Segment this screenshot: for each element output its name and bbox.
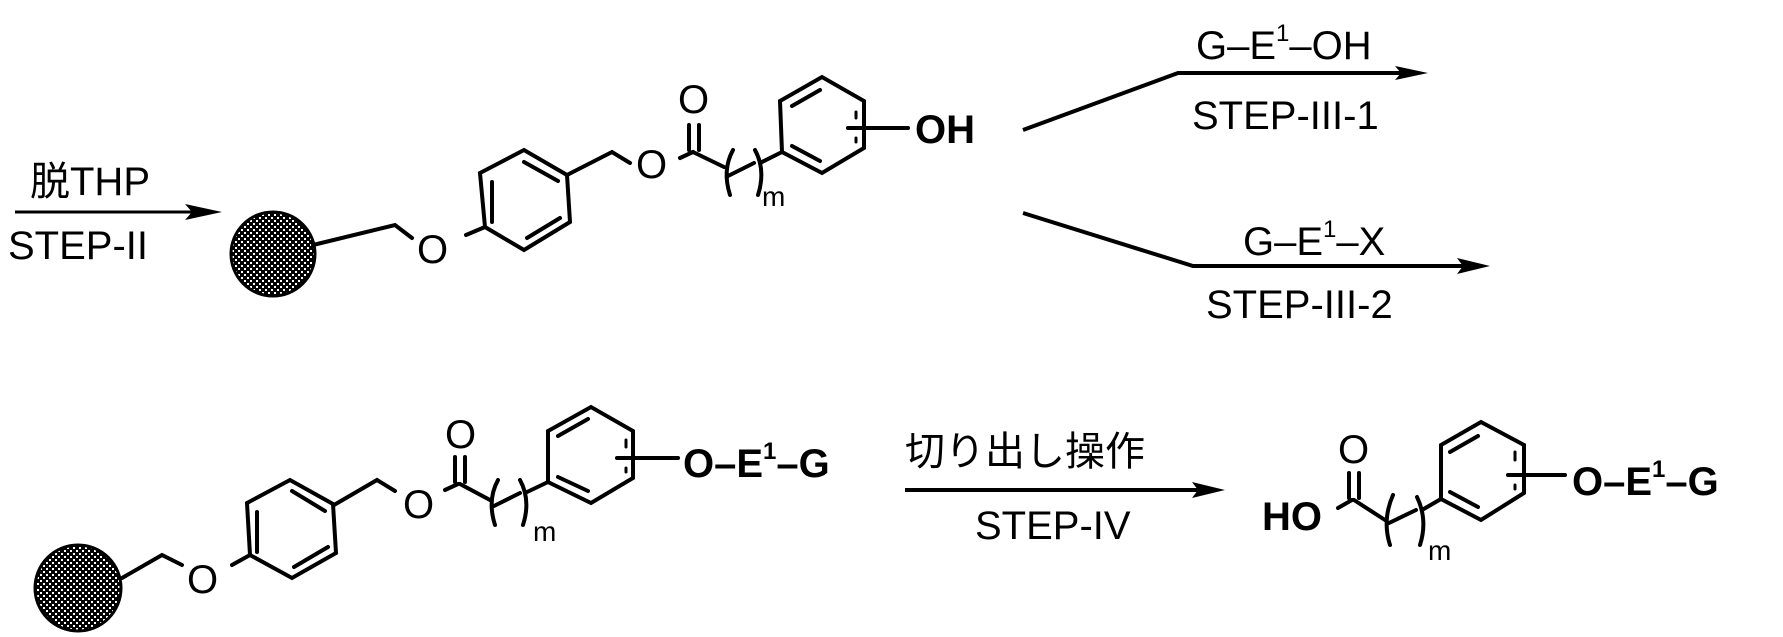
carbonyl-oxygen: O [445,413,477,457]
step4-label: STEP-IV [975,504,1131,548]
resin-product-bonds [120,404,680,581]
step3-1-reagent: G–E1–OH [1196,20,1372,68]
carbonyl-oxygen: O [678,78,710,122]
repeat-index: m [533,516,557,547]
step3-1-arrow [1022,66,1428,132]
carbonyl-oxygen: O [1338,428,1370,472]
hydroxyl-group: OH [915,108,975,152]
step4-reagent: 切り出し操作 [905,429,1145,475]
step4-arrow [905,482,1225,498]
step3-1-label: STEP-III-1 [1192,94,1379,138]
ether-oxygen: O [187,558,219,602]
resin-bead-icon [33,543,123,633]
ester-oxygen: O [403,483,435,527]
ether-oxygen: O [417,228,449,272]
step3-2-arrow [1022,211,1490,274]
repeat-index: m [1428,535,1452,566]
carboxylic-acid-hydroxyl: HO [1262,495,1322,539]
intermediate-bonds [311,74,910,253]
resin-bead-icon [229,210,317,298]
repeat-index: m [762,181,786,212]
step3-2-label: STEP-III-2 [1206,283,1393,327]
step2-label: STEP-II [8,224,149,268]
step2-arrow [15,204,222,220]
step3-2-reagent: G–E1–X [1243,216,1386,264]
final-product-bonds [1336,419,1567,547]
ester-oxygen: O [636,143,668,187]
ether-substituent: O–E1–G [683,438,830,486]
ether-substituent: O–E1–G [1572,456,1719,504]
step2-reagent: 脱THP [30,160,150,204]
